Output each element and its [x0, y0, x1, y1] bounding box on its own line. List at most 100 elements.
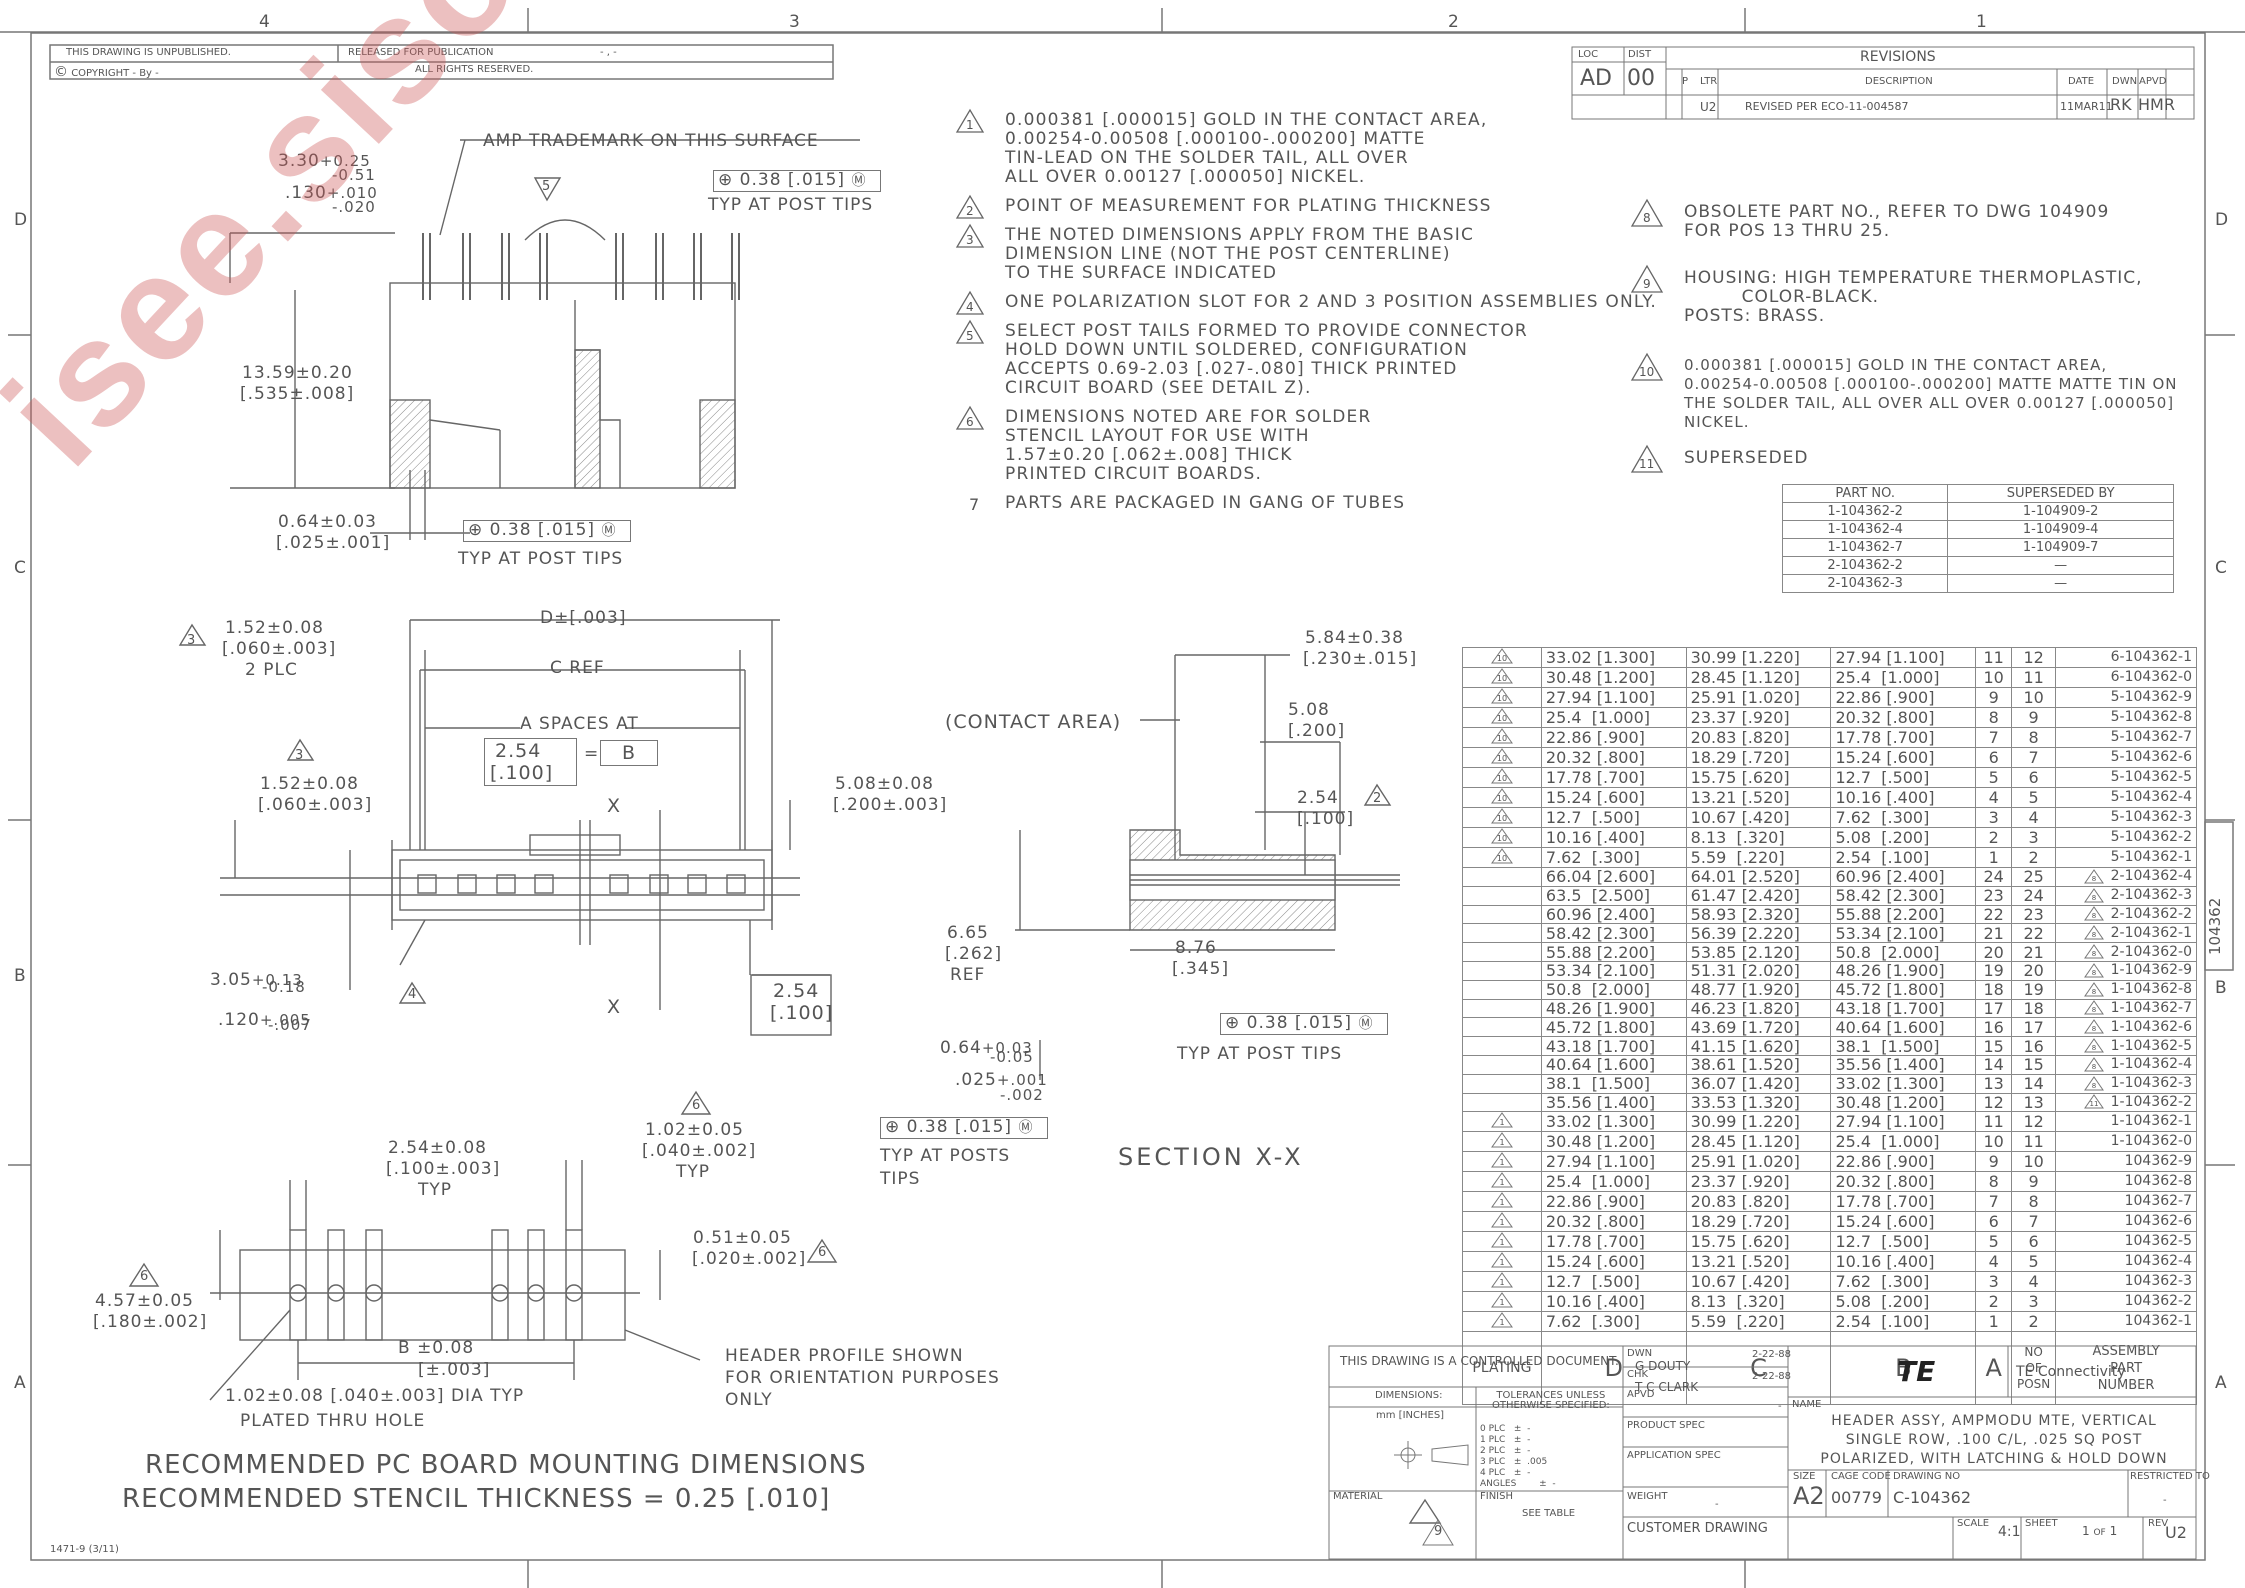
chk-label: CHK: [1627, 1369, 1649, 1380]
note-line: STENCIL LAYOUT FOR USE WITH: [1005, 426, 1310, 446]
sheet-label: SHEET: [2025, 1518, 2058, 1529]
units-label: mm [INCHES]: [1376, 1410, 1445, 1421]
dim-cell: 22.86 [.900]: [1830, 687, 1977, 708]
dim-cell: 60.96 [2.400]: [1830, 867, 1977, 887]
dim-100-b: [.100]: [770, 1002, 834, 1024]
note-line: 0.00254-0.00508 [.000100-.000200] MATTE …: [1684, 375, 2178, 393]
note-3-callout-b: 3: [295, 748, 304, 763]
dim-cell: 30.48 [1.200]: [1540, 1131, 1687, 1153]
dim-cell: 10.16 [.400]: [1540, 1291, 1687, 1313]
assembly-number: 104362-1: [2124, 1313, 2192, 1330]
section-mark-x-top: X: [607, 795, 622, 817]
mmc-icon-3: Ⓜ: [1358, 1016, 1374, 1032]
assembly-cell: 5-104362-7: [2055, 727, 2197, 748]
note-line: POSTS: BRASS.: [1684, 306, 1826, 326]
size-value: A2: [1793, 1482, 1825, 1510]
sec-064: 0.64+0.03: [940, 1040, 1033, 1057]
dim-130: .130+.010: [285, 185, 378, 202]
note-num: 2: [966, 204, 974, 218]
loc-label: LOC: [1578, 49, 1599, 60]
chk-date: 2-22-88: [1752, 1371, 1792, 1382]
finish-label: FINISH: [1480, 1491, 1513, 1502]
svg-text:8: 8: [2091, 875, 2095, 883]
posn-a-cell: 10: [1975, 667, 2013, 688]
note-num: 10: [1639, 365, 1655, 379]
dim-330-val: 3.30: [278, 151, 320, 171]
sec-345: [.345]: [1172, 959, 1230, 979]
dim-cell: 61.47 [2.420]: [1685, 885, 1832, 906]
rev-p: P: [1682, 76, 1689, 87]
note-line: COLOR-BLACK.: [1684, 287, 1880, 307]
triangle-icon: 10: [1490, 668, 1513, 684]
assembly-number: 5-104362-7: [2110, 729, 2192, 745]
svg-text:8: 8: [2091, 1082, 2095, 1090]
dim-330: 3.30+0.25: [278, 153, 371, 170]
dim-cell: 12.7 [.500]: [1830, 767, 1977, 788]
sheet-num: 1: [2082, 1524, 2090, 1538]
dim-cell: 48.77 [1.920]: [1685, 979, 1832, 1000]
dim-152-b: 1.52±0.08: [260, 774, 359, 794]
plating-cell: 10: [1462, 807, 1542, 828]
dim-cell: 27.94 [1.100]: [1830, 647, 1977, 668]
pitch-box: [484, 738, 577, 786]
triangle-icon: 8: [2083, 1075, 2104, 1091]
dim-cell: 5.08 [.200]: [1830, 1291, 1977, 1313]
form-number: 1471-9 (3/11): [50, 1544, 119, 1555]
fp-020: [.020±.002]: [692, 1249, 807, 1269]
posn-cell: 10: [2011, 687, 2057, 708]
assembly-cell: 104362-2: [2055, 1291, 2197, 1313]
name-label: NAME: [1792, 1399, 1822, 1410]
dim-305-minus: -0.18: [262, 978, 306, 996]
note-triangle-icon: 5: [955, 319, 985, 345]
fp-b3: [±.003]: [418, 1360, 491, 1380]
section-title: SECTION X-X: [1118, 1143, 1304, 1171]
assembly-number: 104362-3: [2124, 1273, 2192, 1290]
dim-330-plus: +0.25: [319, 152, 371, 170]
triangle-icon: 8: [2083, 981, 2104, 997]
dim-cell: 18.29 [.720]: [1685, 1211, 1832, 1233]
mmc-icon: Ⓜ: [851, 173, 867, 189]
svg-text:1: 1: [1499, 1238, 1504, 1247]
dim-post-2: [.025±.001]: [276, 533, 391, 553]
svg-text:8: 8: [2091, 931, 2095, 939]
svg-text:8: 8: [2091, 969, 2095, 977]
assembly-number: 104362-8: [2124, 1173, 2192, 1190]
dim-cell: 15.24 [.600]: [1830, 747, 1977, 768]
dwg-label: DRAWING NO: [1893, 1471, 1961, 1482]
triangle-icon: 1: [1490, 1232, 1513, 1248]
dim-cell: 33.02 [1.300]: [1540, 1111, 1687, 1133]
copyright-icon: ©: [54, 64, 68, 80]
assembly-number: 2-104362-2: [2110, 905, 2192, 922]
note-line: PRINTED CIRCUIT BOARDS.: [1005, 464, 1263, 484]
dim-330-minus: -0.51: [332, 166, 376, 184]
dwn-name: G DOUTY: [1635, 1359, 1691, 1373]
dim-130-minus: -.020: [332, 198, 376, 216]
posn-cell: 2: [2011, 847, 2057, 868]
dim-cell: 66.04 [2.600]: [1540, 867, 1687, 887]
dim-cell: 20.83 [.820]: [1685, 727, 1832, 748]
assembly-cell: 1-104362-0: [2055, 1131, 2197, 1153]
posn-a-cell: 17: [1975, 998, 2013, 1019]
restricted-label: RESTRICTED TO: [2130, 1471, 2210, 1482]
dim-cell: 55.88 [2.200]: [1540, 942, 1687, 962]
pitch-254: 2.54: [495, 740, 542, 762]
dim-cell: 43.18 [1.700]: [1540, 1036, 1687, 1056]
sec-ref: REF: [950, 965, 986, 985]
sec-064-minus: -0.05: [990, 1048, 1034, 1066]
col-posn: NO OF POSN: [2011, 1331, 2057, 1406]
dim-2plc: 2 PLC: [245, 660, 298, 680]
dimensions-label: DIMENSIONS:: [1375, 1390, 1443, 1401]
fp-hole1: 1.02±0.08 [.040±.003] DIA TYP: [225, 1386, 525, 1406]
assembly-number: 104362-7: [2124, 1193, 2192, 1210]
dim-cell: 23.37 [.920]: [1685, 1171, 1832, 1193]
fp-100: [.100±.003]: [386, 1159, 501, 1179]
note-num: 5: [966, 329, 974, 343]
triangle-icon: 10: [1490, 808, 1513, 824]
triangle-icon: 8: [2083, 925, 2104, 940]
assembly-cell: 5-104362-6: [2055, 747, 2197, 768]
